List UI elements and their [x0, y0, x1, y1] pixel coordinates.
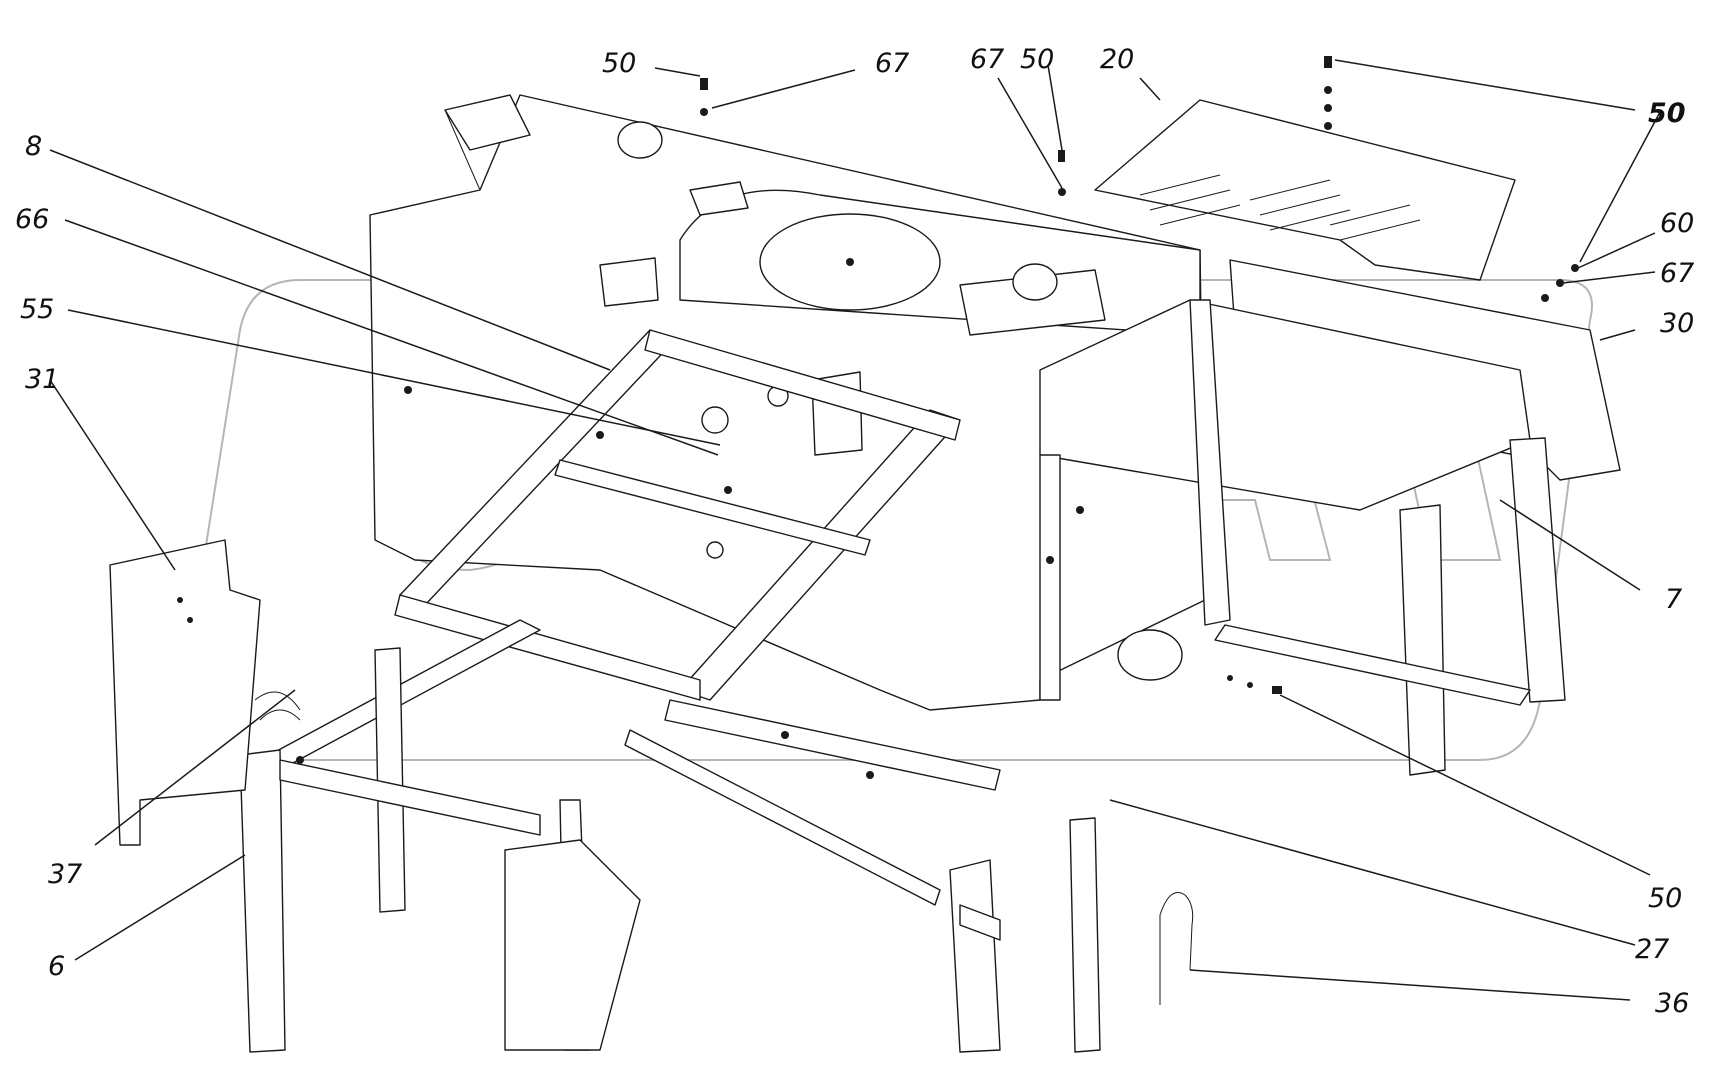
u-bolt-36	[1159, 892, 1194, 1005]
front-frame-6	[239, 619, 1101, 1053]
callout-37: 37	[48, 859, 82, 890]
callout-31: 31	[25, 364, 59, 395]
callout-50-bottom-right: 50	[1648, 883, 1682, 914]
callout-36: 36	[1655, 988, 1689, 1019]
callout-67-top-middle: 67	[970, 44, 1004, 75]
left-frame-8	[394, 329, 961, 701]
bracket-37	[254, 691, 301, 721]
cylinder-part	[1117, 629, 1183, 681]
callout-55: 55	[20, 294, 54, 325]
right-frame-7	[1039, 299, 1566, 776]
bolts	[296, 56, 1579, 779]
callout-20: 20	[1100, 44, 1134, 75]
callout-27: 27	[1635, 934, 1669, 965]
callout-7: 7	[1665, 584, 1682, 615]
leader-lines	[49, 59, 1661, 1001]
callout-50-top-right: 50	[1648, 98, 1686, 129]
callout-labels: 50 67 67 50 20 50 60 67 30 8 66 55 31 7 …	[15, 44, 1694, 1019]
tank-body	[369, 94, 1206, 711]
lower-plate	[504, 839, 641, 1051]
callout-30: 30	[1660, 308, 1694, 339]
callout-6: 6	[48, 951, 65, 982]
callout-67-top-left: 67	[875, 48, 909, 79]
callout-50-top-middle: 50	[1020, 44, 1054, 75]
callout-66: 66	[15, 204, 49, 235]
side-plate-31	[109, 539, 261, 846]
callout-60: 60	[1660, 208, 1694, 239]
callout-8: 8	[25, 131, 42, 162]
grille-cover-20	[1094, 99, 1516, 281]
callout-67-right: 67	[1660, 258, 1694, 289]
callout-50-top-left: 50	[602, 48, 636, 79]
